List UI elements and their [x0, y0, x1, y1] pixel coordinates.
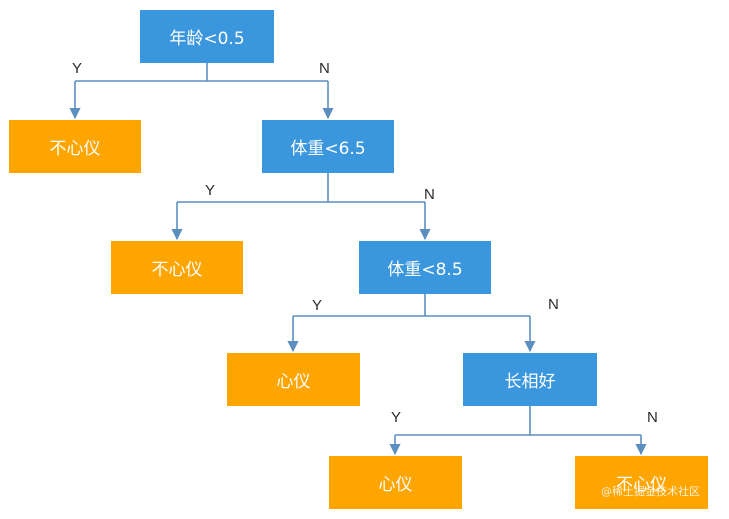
branch-label-yes: Y: [72, 60, 83, 77]
branch-label-yes: Y: [205, 182, 216, 199]
node-weight-8-5: 体重<8.5: [359, 241, 491, 294]
leaf-not-liked-2: 不心仪: [111, 241, 243, 294]
branch-label-no: N: [424, 186, 435, 203]
node-good-looks: 长相好: [463, 353, 597, 406]
branch-label-yes: Y: [312, 297, 323, 314]
node-age: 年龄<0.5: [140, 10, 274, 63]
branch-label-no: N: [319, 60, 330, 77]
leaf-not-liked-1: 不心仪: [9, 120, 141, 173]
branch-label-yes: Y: [391, 409, 402, 426]
leaf-liked-2: 心仪: [329, 456, 462, 509]
leaf-not-liked-3: 不心仪: [575, 456, 708, 509]
node-weight-6-5: 体重<6.5: [262, 120, 394, 173]
watermark-text: @稀土掘金技术社区: [601, 485, 700, 498]
branch-label-no: N: [647, 409, 658, 426]
leaf-liked-1: 心仪: [227, 353, 360, 406]
branch-label-no: N: [548, 296, 559, 313]
